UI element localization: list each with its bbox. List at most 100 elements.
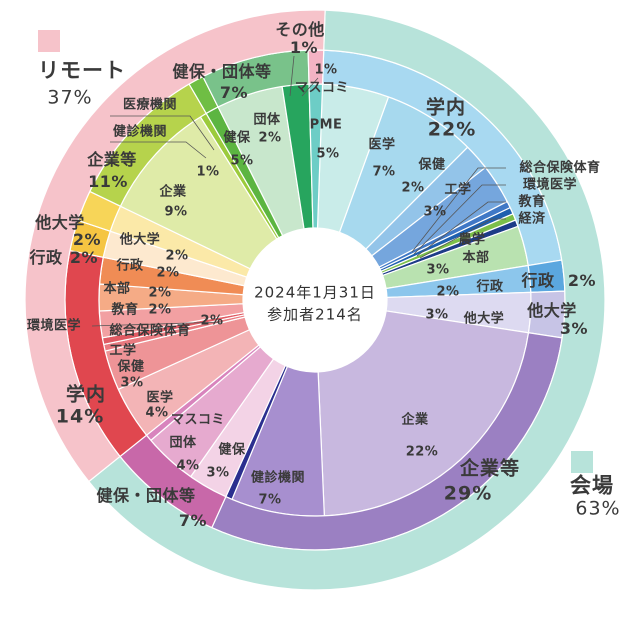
- leader-line-env-med-remote: [91, 321, 223, 327]
- center-participants: 参加者214名: [267, 305, 363, 324]
- label-cat-remote-health-groups: 健保・団体等: [172, 62, 272, 81]
- label-sub-venue-companies: 企業: [401, 412, 429, 428]
- label-sub-remote-health-sci-pct: 3%: [120, 375, 144, 391]
- label-sub-remote-government: 行政: [116, 258, 144, 274]
- label-sub-venue-medicine-pct: 7%: [372, 164, 396, 180]
- label-sub-remote-other-univ-pct: 2%: [165, 248, 189, 264]
- label-sub-remote-health-ins: 健保: [223, 130, 251, 146]
- leader-line-medical-inst: [110, 115, 215, 151]
- legend-swatch-remote: [38, 30, 60, 52]
- label-sub-remote-hq: 本部: [103, 281, 131, 297]
- center-hole: [243, 228, 387, 372]
- legend-swatch-venue: [571, 451, 593, 473]
- leader-line-education-venue: [416, 201, 506, 257]
- label-sub-venue-engineering-pct: 3%: [423, 204, 447, 220]
- label-sub-venue-economics: 経済: [518, 211, 546, 227]
- label-cat-venue-companies: 企業等: [459, 457, 521, 480]
- label-sub-remote-health-ins-pct: 5%: [230, 153, 254, 169]
- label-sub-venue-medicine: 医学: [368, 137, 396, 153]
- leader-line-phys-ed-venue: [411, 167, 506, 253]
- label-sub-remote-health-sci: 保健: [117, 359, 145, 375]
- label-sub-venue-health-ins: 健保: [218, 442, 246, 458]
- label-sub-venue-engineering: 工学: [444, 182, 472, 198]
- label-sub-remote-other-univ: 他大学: [119, 232, 161, 248]
- leader-line-checkup-inst: [110, 141, 207, 159]
- venue-wedge-v0: [87, 9, 606, 591]
- leader-line-env-med-venue: [413, 184, 506, 255]
- label-cat-remote-other-pct: 1%: [289, 38, 319, 57]
- label-sub-remote-companies: 企業: [159, 184, 187, 200]
- label-sub-venue-pme: PME: [309, 117, 343, 133]
- label-cat-remote-campus-pct: 14%: [55, 405, 105, 428]
- legend-percent-venue: 63%: [575, 497, 621, 520]
- label-cat-remote-government-pct: 2%: [69, 248, 99, 267]
- label-sub-remote-phys-ed-pct: 2%: [200, 313, 224, 329]
- label-sub-venue-other-univ: 他大学: [463, 311, 505, 327]
- label-sub-venue-pme-pct: 5%: [316, 146, 340, 162]
- label-sub-remote-media: マスコミ: [294, 80, 350, 96]
- label-cat-venue-health-groups: 健保・団体等: [96, 486, 196, 505]
- label-cat-remote-companies-pct: 11%: [88, 172, 128, 191]
- label-sub-venue-hq: 本部: [462, 250, 490, 266]
- label-sub-venue-government-pct: 2%: [436, 284, 460, 300]
- label-sub-venue-other-univ-pct: 3%: [425, 307, 449, 323]
- label-sub-remote-checkup: 健診機関: [112, 124, 168, 140]
- leader-line-economics-venue: [419, 218, 506, 259]
- label-sub-remote-hq-pct: 2%: [148, 285, 172, 301]
- label-cat-remote-companies: 企業等: [87, 150, 137, 169]
- label-sub-venue-agri-hq-pct: 3%: [426, 262, 450, 278]
- label-sub-remote-government-pct: 2%: [156, 265, 180, 281]
- label-sub-venue-checkup-pct: 7%: [258, 492, 282, 508]
- label-sub-remote-medical-inst-pct: 1%: [196, 164, 220, 180]
- label-sub-venue-agri: 農学: [458, 232, 486, 248]
- label-sub-venue-groups-pct: 4%: [176, 458, 200, 474]
- label-cat-venue-other-univ-pct: 3%: [559, 319, 589, 338]
- label-sub-remote-medicine: 医学: [146, 390, 174, 406]
- label-cat-remote-other-univ-pct: 2%: [72, 230, 102, 249]
- label-cat-remote-other: その他: [275, 20, 325, 39]
- label-sub-remote-medicine-pct: 4%: [145, 405, 169, 421]
- label-cat-venue-campus-pct: 22%: [427, 118, 477, 141]
- label-sub-remote-env-med: 環境医学: [26, 318, 82, 334]
- legend-label-venue: 会場: [570, 473, 614, 498]
- label-sub-remote-education-pct: 2%: [148, 302, 172, 318]
- leader-lines: [91, 55, 506, 327]
- label-sub-venue-education: 教育: [518, 194, 546, 210]
- label-sub-venue-companies-pct: 22%: [405, 444, 439, 460]
- label-sub-venue-checkup: 健診機関: [250, 470, 306, 486]
- label-cat-venue-health-groups-pct: 7%: [178, 511, 208, 530]
- label-sub-venue-health-ins-pct: 3%: [206, 465, 230, 481]
- label-sub-venue-env-med: 環境医学: [522, 177, 578, 193]
- legend-percent-remote: 37%: [47, 86, 93, 109]
- label-sub-venue-health-sci-pct: 2%: [401, 180, 425, 196]
- label-sub-remote-companies-pct: 9%: [164, 204, 188, 220]
- label-sub-remote-engineering: 工学: [109, 343, 137, 359]
- leader-line-other: [289, 55, 295, 97]
- label-cat-remote-other-univ: 他大学: [35, 213, 85, 232]
- center-date: 2024年1月31日: [254, 283, 376, 302]
- label-cat-remote-campus: 学内: [65, 383, 107, 406]
- label-sub-venue-health-sci: 保健: [418, 157, 446, 173]
- legend-label-remote: リモート: [38, 58, 126, 83]
- label-sub-venue-media: マスコミ: [170, 412, 226, 428]
- label-sub-remote-groups: 団体: [253, 112, 281, 128]
- label-sub-venue-groups: 団体: [169, 435, 197, 451]
- label-cat-venue-companies-pct: 29%: [443, 482, 493, 505]
- label-cat-venue-government: 行政: [521, 271, 555, 290]
- label-cat-remote-government: 行政: [29, 248, 63, 267]
- label-sub-venue-phys-ed: 総合保険体育: [519, 160, 601, 176]
- label-cat-venue-other-univ: 他大学: [527, 301, 577, 320]
- label-sub-venue-government: 行政: [476, 279, 504, 295]
- label-cat-remote-medical-inst: 医療機関: [122, 97, 178, 113]
- leader-line-media: [301, 77, 319, 97]
- label-cat-remote-health-groups-pct: 7%: [219, 83, 249, 102]
- label-cat-venue-government-pct: 2%: [567, 271, 597, 290]
- venue-wedge-v1: [24, 9, 326, 483]
- label-sub-remote-media-pct: 1%: [314, 62, 338, 78]
- label-sub-remote-education: 教育: [111, 302, 139, 318]
- label-sub-remote-phys-ed: 総合保険体育: [109, 323, 191, 339]
- label-sub-remote-groups-pct: 2%: [258, 130, 282, 146]
- label-cat-venue-campus: 学内: [425, 96, 467, 119]
